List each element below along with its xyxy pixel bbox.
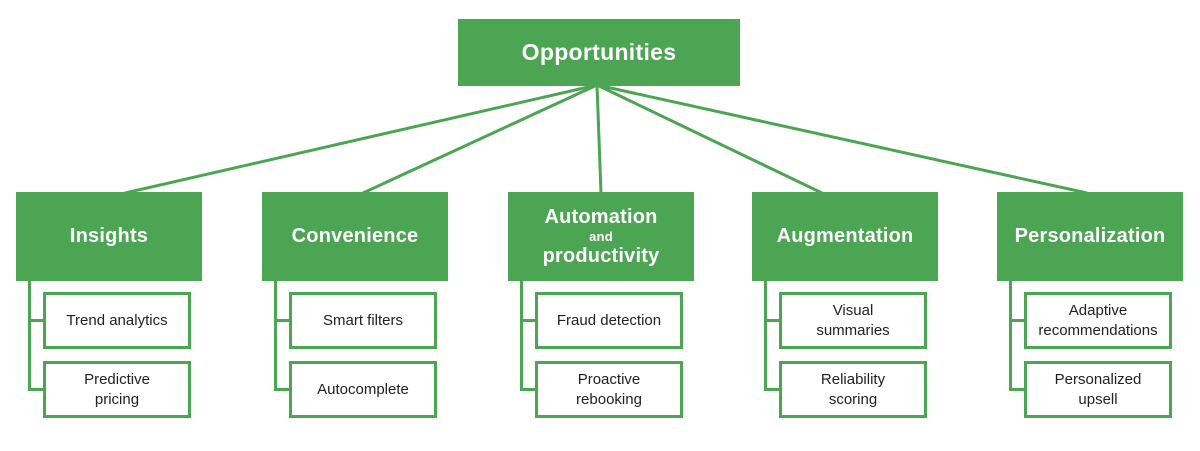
connector-vertical — [274, 281, 277, 391]
branch-title-box: Insights — [16, 192, 202, 281]
branch-title-line3: productivity — [542, 244, 660, 267]
branch-automation-productivity: Automation and productivity Fraud detect… — [508, 192, 694, 421]
connector-stub — [28, 388, 44, 391]
connector-stub — [520, 319, 536, 322]
child-node-label: Proactive rebooking — [576, 370, 642, 408]
root-node-label: Opportunities — [521, 39, 677, 65]
branch-title-box: Automation and productivity — [508, 192, 694, 281]
child-node-label: Smart filters — [322, 311, 403, 329]
child-node-label: Reliability scoring — [820, 370, 886, 408]
child-node: Visual summaries — [779, 292, 927, 349]
branch-insights: Insights Trend analytics Predictive pric… — [16, 192, 202, 421]
child-node: Adaptive recommendations — [1024, 292, 1172, 349]
child-node: Fraud detection — [535, 292, 683, 349]
child-node-label: Predictive pricing — [84, 370, 150, 408]
connector-stub — [274, 319, 290, 322]
connector-vertical — [520, 281, 523, 391]
connector-stub — [1009, 319, 1025, 322]
branch-personalization: Personalization Adaptive recommendations… — [997, 192, 1183, 421]
connector-vertical — [1009, 281, 1012, 391]
child-node-label: Trend analytics — [66, 311, 168, 329]
child-node: Smart filters — [289, 292, 437, 349]
connector-stub — [1009, 388, 1025, 391]
child-node: Reliability scoring — [779, 361, 927, 418]
child-node: Trend analytics — [43, 292, 191, 349]
branch-title-box: Convenience — [262, 192, 448, 281]
child-node-label: Fraud detection — [556, 311, 662, 329]
branch-title-label: Augmentation — [776, 225, 914, 247]
branch-title-line2: and — [589, 228, 613, 244]
connector-stub — [520, 388, 536, 391]
branch-title-line1: Automation — [544, 205, 658, 228]
child-node-label: Autocomplete — [317, 380, 409, 398]
branch-title-box: Personalization — [997, 192, 1183, 281]
connector-stub — [764, 388, 780, 391]
child-node: Proactive rebooking — [535, 361, 683, 418]
branch-title-label: Convenience — [291, 225, 419, 247]
connector-stub — [764, 319, 780, 322]
child-node-label: Adaptive recommendations — [1038, 301, 1158, 339]
child-node: Autocomplete — [289, 361, 437, 418]
child-node: Predictive pricing — [43, 361, 191, 418]
connector-stub — [28, 319, 44, 322]
branch-title-label: Personalization — [1014, 225, 1166, 247]
connector-stub — [274, 388, 290, 391]
branch-augmentation: Augmentation Visual summaries Reliabilit… — [752, 192, 938, 421]
child-node-label: Visual summaries — [816, 301, 890, 339]
connector-vertical — [28, 281, 31, 391]
child-node-label: Personalized upsell — [1054, 370, 1142, 408]
branch-title-multiline: Automation and productivity — [543, 206, 660, 268]
connector-vertical — [764, 281, 767, 391]
branch-convenience: Convenience Smart filters Autocomplete — [262, 192, 448, 421]
child-node: Personalized upsell — [1024, 361, 1172, 418]
branch-title-box: Augmentation — [752, 192, 938, 281]
root-node-opportunities: Opportunities — [458, 19, 740, 86]
branch-title-label: Insights — [69, 225, 149, 247]
